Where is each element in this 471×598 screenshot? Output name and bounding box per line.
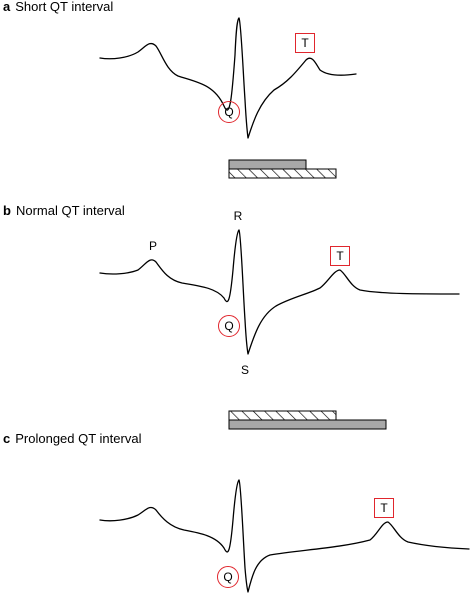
panel-letter: b — [3, 203, 11, 218]
t-wave-label: T — [301, 36, 309, 50]
qt-ref-bar-short — [228, 168, 337, 179]
t-wave-marker-a: T — [295, 33, 315, 53]
qt-bar-normal — [228, 419, 387, 430]
qt-ref-bar-normal — [228, 410, 337, 421]
panel-letter: c — [3, 431, 11, 446]
q-wave-marker-b: Q — [218, 315, 240, 337]
ecg-trace-short — [99, 17, 357, 139]
panel-title-b: b Normal QT interval — [3, 203, 125, 218]
panel-title-c: c Prolonged QT interval — [3, 431, 141, 446]
ecg-trace-normal — [99, 229, 460, 355]
q-wave-marker-c: Q — [217, 566, 239, 588]
r-wave-label: R — [233, 209, 243, 223]
panel-title-a: a Short QT interval — [3, 0, 113, 14]
q-wave-label: Q — [224, 105, 234, 119]
q-wave-label: Q — [223, 570, 233, 584]
s-wave-label: S — [240, 363, 250, 377]
p-wave-label: P — [148, 239, 158, 253]
panel-title-text: Prolonged QT interval — [15, 431, 142, 446]
ecg-trace-prolonged — [99, 479, 470, 593]
t-wave-label: T — [380, 501, 388, 515]
t-wave-marker-c: T — [374, 498, 394, 518]
t-wave-label: T — [336, 249, 344, 263]
qt-bar-short — [228, 159, 307, 170]
panel-title-text: Short QT interval — [15, 0, 114, 14]
q-wave-marker-a: Q — [218, 101, 240, 123]
t-wave-marker-b: T — [330, 246, 350, 266]
q-wave-label: Q — [224, 319, 234, 333]
panel-title-text: Normal QT interval — [15, 203, 125, 218]
panel-letter: a — [3, 0, 11, 14]
